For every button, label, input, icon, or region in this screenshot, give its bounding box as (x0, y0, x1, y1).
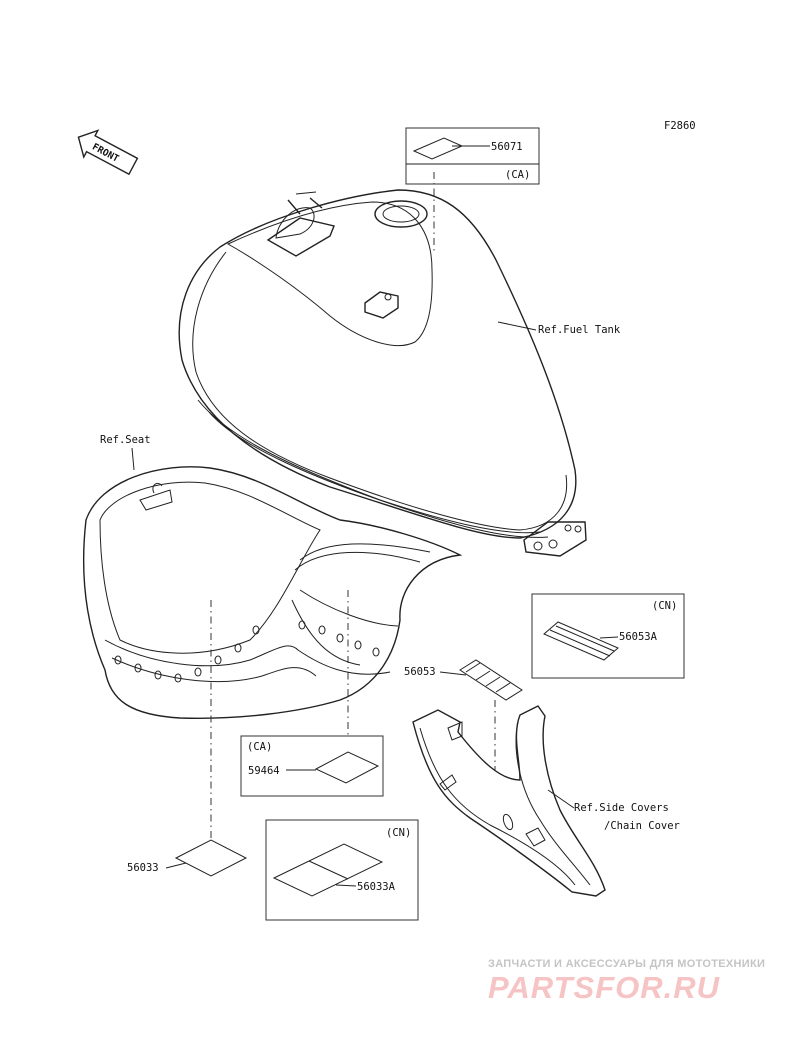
figure-code: F2860 (664, 120, 696, 132)
part-56053A-callout: (CN) 56053A (531, 593, 685, 679)
region-ca-56071: (CA) (505, 169, 530, 181)
ref-side-covers-line1: Ref.Side Covers (574, 802, 669, 814)
part-number-56033[interactable]: 56033 (127, 862, 159, 874)
ref-fuel-tank: Ref.Fuel Tank (538, 324, 621, 336)
ref-seat: Ref.Seat (100, 434, 151, 446)
fuel-tank (178, 189, 587, 557)
side-cover (412, 705, 606, 897)
part-number-56071[interactable]: 56071 (491, 141, 523, 153)
ref-side-covers-line2: /Chain Cover (604, 820, 680, 832)
part-59464-callout: (CA) 59464 (240, 735, 384, 797)
part-number-56053[interactable]: 56053 (404, 666, 436, 678)
region-ca-59464: (CA) (247, 741, 272, 753)
leader-side-covers (547, 789, 575, 809)
watermark: ЗАПЧАСТИ И АКСЕССУАРЫ ДЛЯ МОТОТЕХНИКИ PA… (488, 958, 765, 1005)
watermark-tagline: ЗАПЧАСТИ И АКСЕССУАРЫ ДЛЯ МОТОТЕХНИКИ (488, 958, 765, 970)
part-56071-callout: 56071 (CA) (405, 127, 540, 185)
part-number-59464[interactable]: 59464 (248, 765, 280, 777)
region-cn-56033A: (CN) (386, 827, 411, 839)
leader-fuel-tank (497, 321, 537, 331)
front-arrow-icon: FRONT (77, 129, 139, 176)
region-cn-56053A: (CN) (652, 600, 677, 612)
part-56033A-callout: (CN) 56033A (265, 819, 419, 921)
part-number-56053A[interactable]: 56053A (619, 631, 658, 643)
leader-seat (131, 447, 135, 471)
part-number-56033A[interactable]: 56033A (357, 881, 396, 893)
watermark-brand: PARTSFOR.RU (488, 970, 721, 1005)
seat (82, 466, 463, 719)
part-56033-callout: 56033 (127, 839, 248, 877)
part-56053-callout: 56053 (404, 659, 523, 701)
